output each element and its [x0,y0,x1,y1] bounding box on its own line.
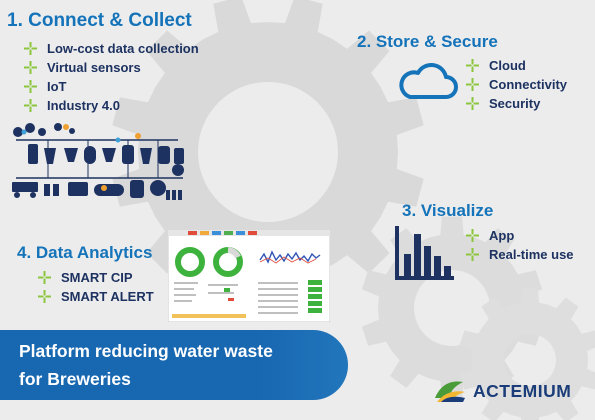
actemium-logo-icon [435,381,465,402]
list-item-connect: Low-cost data collection [24,39,199,58]
bottom-gear-icon [459,288,595,420]
sparkle-icon [38,271,51,284]
banner-gradient [258,330,348,400]
list-item-store: Connectivity [466,75,567,94]
sparkle-icon [466,59,479,72]
sparkle-icon [24,61,37,74]
banner-line-1: Platform reducing water waste [19,341,273,361]
sparkle-icon [24,80,37,93]
list-item-visualize: App [466,226,574,245]
section-title-connect: 1. Connect & Collect [7,10,192,31]
list-item-label: Security [489,96,541,111]
list-item-connect: IoT [24,77,199,96]
list-item-analytics: SMART ALERT [38,287,154,306]
list-item-label: Low-cost data collection [47,41,199,56]
list-item-connect: Virtual sensors [24,58,199,77]
cloud-icon [399,62,458,99]
list-item-analytics: SMART CIP [38,268,154,287]
sparkle-icon [466,229,479,242]
section-title-analytics: 4. Data Analytics [17,243,153,262]
section-title-visualize: 3. Visualize [402,201,494,220]
process-plant-diagram [12,123,184,200]
logo-text: ACTEMIUM [473,380,572,401]
list-item-store: Security [466,94,567,113]
list-item-label: Virtual sensors [47,60,141,75]
sparkle-icon [466,78,479,91]
banner-line-2: for Breweries [19,369,131,389]
sparkle-icon [24,42,37,55]
sparkle-icon [466,97,479,110]
sparkle-icon [38,290,51,303]
sparkle-icon [24,99,37,112]
list-item-store: Cloud [466,56,567,75]
sparkle-icon [466,248,479,261]
list-item-label: SMART ALERT [61,289,154,304]
dashboard-screenshot [168,230,330,322]
list-item-label: IoT [47,79,67,94]
list-item-label: SMART CIP [61,270,133,285]
actemium-logo: ACTEMIUM [433,378,571,404]
list-item-label: Cloud [489,58,526,73]
list-item-label: Industry 4.0 [47,98,120,113]
gear-shape [459,288,595,420]
analytics-items-list: SMART CIP SMART ALERT [38,268,154,306]
list-item-connect: Industry 4.0 [24,96,199,115]
list-item-label: Real-time use [489,247,574,262]
section-title-store: 2. Store & Secure [357,32,498,51]
list-item-visualize: Real-time use [466,245,574,264]
list-item-label: Connectivity [489,77,568,92]
headline-banner: Platform reducing water waste for Brewer… [0,330,348,400]
list-item-label: App [489,228,515,243]
bar-chart-icon [395,226,454,280]
